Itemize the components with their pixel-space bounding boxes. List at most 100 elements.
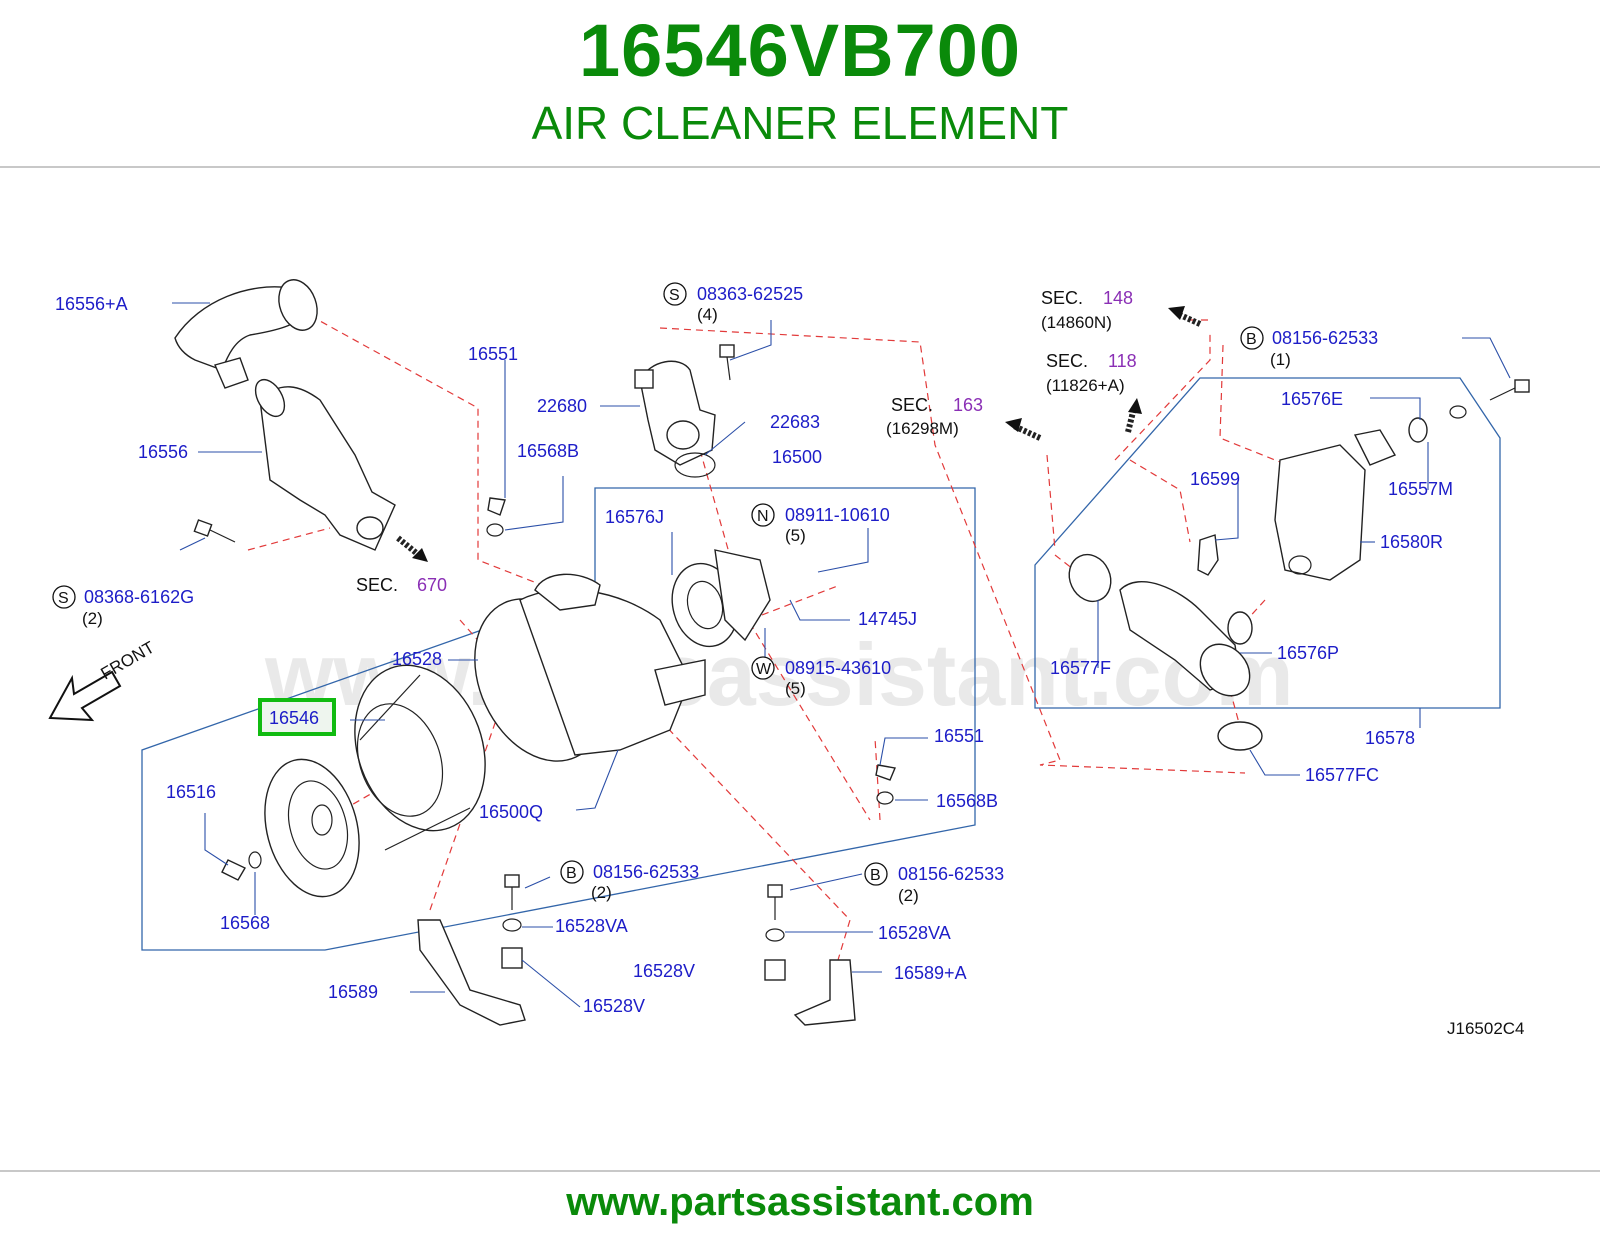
fastener-callout[interactable]: S 08368-6162G (2) — [52, 585, 194, 628]
leader-lines — [172, 302, 1511, 1008]
part-label-16528VA-b[interactable]: 16528VA — [878, 923, 951, 943]
part-label-16500[interactable]: 16500 — [772, 447, 822, 467]
wing-nut-icon — [875, 764, 896, 805]
bracket-16589A — [793, 959, 856, 1026]
part-label-16568B-b[interactable]: 16568B — [936, 791, 998, 811]
part-label-16568B[interactable]: 16568B — [517, 441, 579, 461]
svg-text:(2): (2) — [82, 609, 103, 628]
svg-text:(2): (2) — [898, 886, 919, 905]
fastener-callout[interactable]: B 08156-62533 (2) — [864, 862, 1004, 905]
gasket-22683 — [674, 452, 716, 478]
section-ref[interactable]: SEC. 148 (14860N) — [1041, 288, 1133, 332]
clamp-16577FC — [1217, 721, 1263, 751]
part-label-16577F[interactable]: 16577F — [1050, 658, 1111, 678]
diagram-code: J16502C4 — [1447, 1019, 1525, 1038]
svg-text:08363-62525: 08363-62525 — [697, 284, 803, 304]
svg-text:(1): (1) — [1270, 350, 1291, 369]
part-label-22683[interactable]: 22683 — [770, 412, 820, 432]
fastener-callout[interactable]: B 08156-62533 (1) — [1240, 326, 1378, 369]
cover-16516 — [264, 758, 360, 898]
fastener-callout[interactable]: S 08363-62525 (4) — [663, 282, 803, 324]
wing-nut-icon — [486, 497, 506, 537]
highlight-box — [258, 698, 336, 736]
section-ref[interactable]: SEC. 118 (11826+A) — [1046, 351, 1137, 395]
fastener-callout[interactable]: N 08911-10610 (5) — [751, 503, 890, 545]
svg-text:08156-62533: 08156-62533 — [1272, 328, 1378, 348]
svg-text:148: 148 — [1103, 288, 1133, 308]
bottom-divider — [0, 1170, 1600, 1172]
air-cleaner-body-16528 — [474, 573, 706, 762]
part-label-16589A[interactable]: 16589+A — [894, 963, 967, 983]
svg-text:670: 670 — [417, 575, 447, 595]
part-label-16576P[interactable]: 16576P — [1277, 643, 1339, 663]
svg-text:(5): (5) — [785, 526, 806, 545]
svg-text:118: 118 — [1108, 351, 1137, 371]
mount-bolts — [501, 874, 786, 981]
front-label: FRONT — [98, 638, 158, 684]
svg-text:(4): (4) — [697, 305, 718, 324]
svg-text:B: B — [1246, 331, 1257, 348]
part-label-16528V-b[interactable]: 16528V — [583, 996, 645, 1016]
part-label-16589[interactable]: 16589 — [328, 982, 378, 1002]
bolt-icon — [193, 519, 236, 543]
svg-text:W: W — [756, 661, 772, 678]
part-label-16557M[interactable]: 16557M — [1388, 479, 1453, 499]
part-label-16528[interactable]: 16528 — [392, 649, 442, 669]
insulator-16557M — [1408, 405, 1467, 443]
svg-text:163: 163 — [953, 395, 983, 415]
section-ref[interactable]: SEC. 670 — [356, 575, 447, 595]
svg-text:B: B — [566, 865, 577, 882]
part-label-16568[interactable]: 16568 — [220, 913, 270, 933]
section-arrow-icons — [396, 306, 1202, 562]
part-label-16576J[interactable]: 16576J — [605, 507, 664, 527]
bracket-16589 — [417, 919, 526, 1026]
throttle-chamber-22680 — [634, 360, 716, 466]
part-label-16546[interactable]: 16546 — [269, 708, 319, 728]
svg-text:SEC.: SEC. — [356, 575, 398, 595]
svg-text:08368-6162G: 08368-6162G — [84, 587, 194, 607]
part-label-16551-b[interactable]: 16551 — [934, 726, 984, 746]
svg-text:08911-10610: 08911-10610 — [785, 505, 890, 525]
resonator-16580R — [1274, 429, 1397, 581]
svg-text:S: S — [58, 590, 69, 607]
part-label-16516[interactable]: 16516 — [166, 782, 216, 802]
svg-text:SEC.: SEC. — [1046, 351, 1088, 371]
svg-text:08156-62533: 08156-62533 — [898, 864, 1004, 884]
fastener-callout[interactable]: B 08156-62533 (2) — [560, 860, 699, 902]
footer-url[interactable]: www.partsassistant.com — [566, 1180, 1034, 1224]
screw-icon — [719, 344, 735, 381]
svg-text:08915-43610: 08915-43610 — [785, 658, 891, 678]
svg-text:08156-62533: 08156-62533 — [593, 862, 699, 882]
part-label-16556[interactable]: 16556 — [138, 442, 188, 462]
assembly-frame-duct — [1034, 377, 1501, 709]
part-label-16578[interactable]: 16578 — [1365, 728, 1415, 748]
part-label-14745J[interactable]: 14745J — [858, 609, 917, 629]
part-label-16580R[interactable]: 16580R — [1380, 532, 1443, 552]
part-label-16577FC[interactable]: 16577FC — [1305, 765, 1379, 785]
svg-text:(14860N): (14860N) — [1041, 313, 1112, 332]
svg-text:N: N — [757, 508, 769, 525]
part-label-16599[interactable]: 16599 — [1190, 469, 1240, 489]
svg-text:B: B — [870, 867, 881, 884]
part-label-22680[interactable]: 22680 — [537, 396, 587, 416]
svg-text:(16298M): (16298M) — [886, 419, 959, 438]
part-label-16551[interactable]: 16551 — [468, 344, 518, 364]
adapter-16576J — [671, 549, 771, 648]
part-label-16556A[interactable]: 16556+A — [55, 294, 128, 314]
svg-text:(5): (5) — [785, 679, 806, 698]
top-divider — [0, 166, 1600, 168]
intake-duct-16556 — [254, 378, 396, 551]
part-label-16528V[interactable]: 16528V — [633, 961, 695, 981]
part-label-16576E[interactable]: 16576E — [1281, 389, 1343, 409]
clamp-16577F — [1068, 553, 1112, 603]
air-cleaner-element-16546 — [354, 664, 486, 851]
bolt-icon — [1489, 379, 1530, 401]
front-arrow-icon: FRONT — [48, 638, 158, 722]
page-title: 16546VB700 — [578, 9, 1022, 92]
part-label-16528VA[interactable]: 16528VA — [555, 916, 628, 936]
part-label-16500Q[interactable]: 16500Q — [479, 802, 543, 822]
section-ref[interactable]: SEC. 163 (16298M) — [886, 395, 983, 438]
svg-text:(2): (2) — [591, 883, 612, 902]
fastener-callout[interactable]: W 08915-43610 (5) — [751, 656, 891, 698]
svg-text:SEC.: SEC. — [891, 395, 933, 415]
